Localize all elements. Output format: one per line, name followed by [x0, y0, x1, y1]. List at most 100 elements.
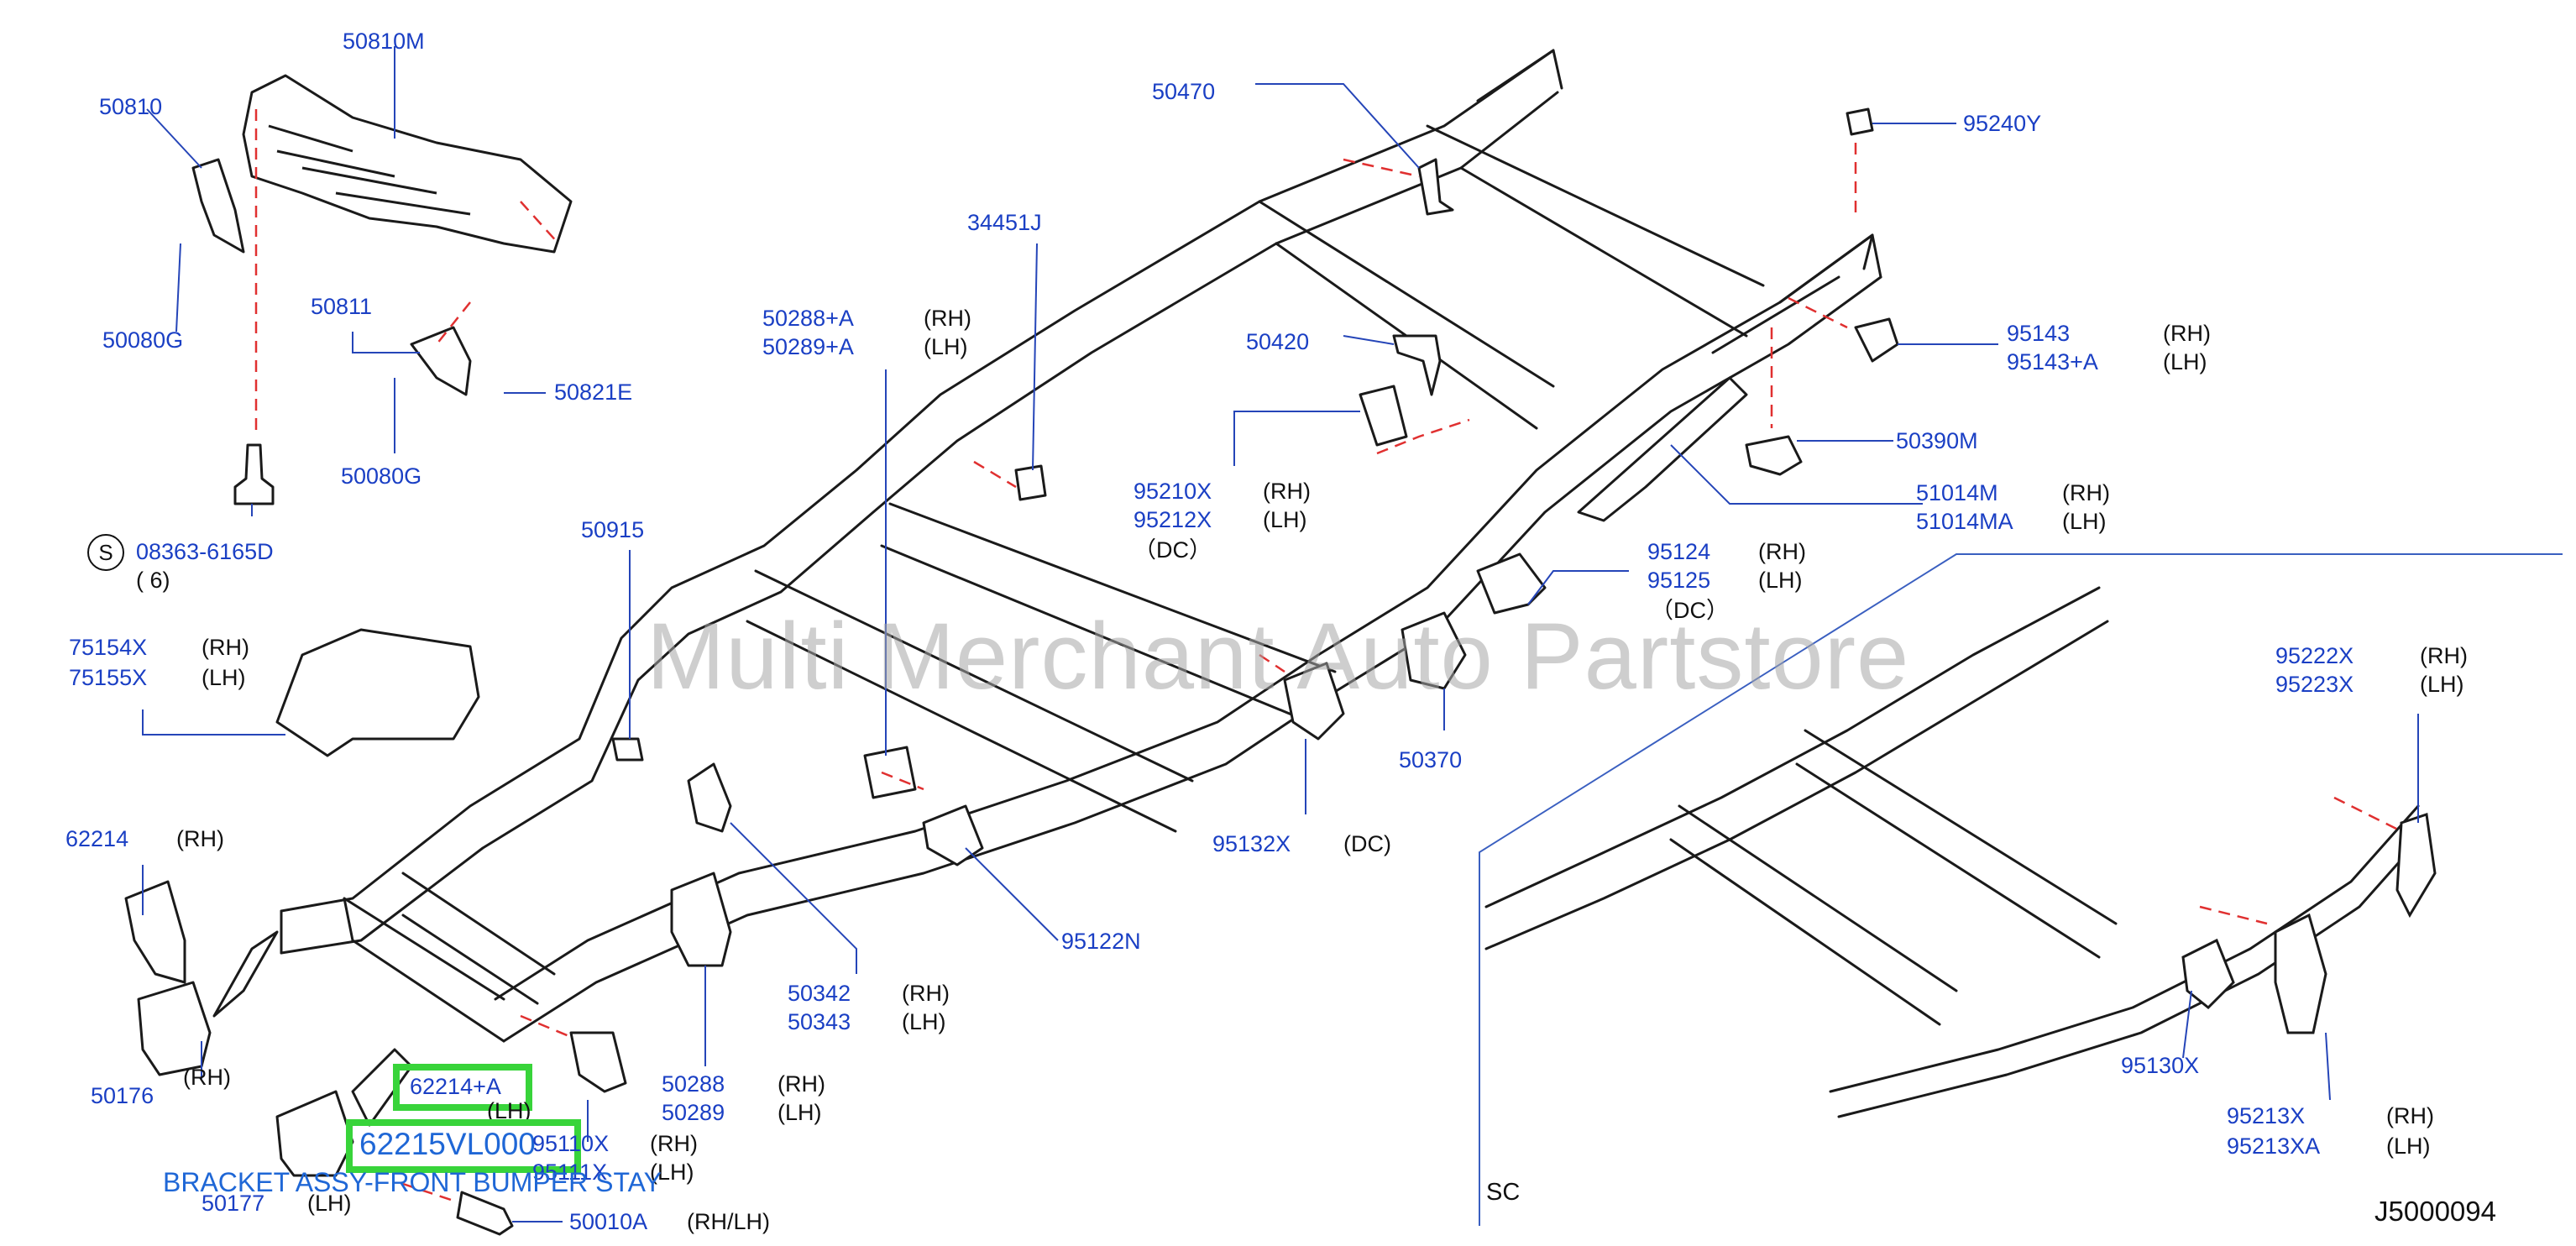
side-50177: (LH): [307, 1191, 352, 1216]
callout-95124[interactable]: 95124: [1647, 539, 1711, 564]
mount-50176: [137, 981, 212, 1076]
callout-62214-A[interactable]: 62214+A: [410, 1074, 501, 1099]
callout-95132X[interactable]: 95132X: [1212, 831, 1291, 856]
callout-50470[interactable]: 50470: [1152, 79, 1216, 104]
note-dc-95125: （DC）: [1651, 598, 1729, 623]
bracket-62214: [124, 880, 186, 984]
callout-51014M[interactable]: 51014M: [1916, 480, 1998, 505]
callout-34451J[interactable]: 34451J: [967, 210, 1042, 235]
callout-95213XA[interactable]: 95213XA: [2227, 1133, 2321, 1159]
note-dc-95132X: (DC): [1343, 831, 1391, 856]
bracket-34451J: [1014, 464, 1047, 501]
bracket-50342: [687, 762, 732, 833]
callout-50010A[interactable]: 50010A: [569, 1209, 648, 1234]
callout-50810M[interactable]: 50810M: [343, 29, 425, 54]
callout-50288[interactable]: 50288: [662, 1071, 725, 1097]
bolt-50010A: [456, 1191, 514, 1236]
side-95213XA: (LH): [2386, 1133, 2431, 1159]
side-51014MA: (LH): [2062, 509, 2107, 534]
mount-50370: [1401, 611, 1467, 690]
bracket-51014M: [1577, 376, 1748, 522]
note-dc-95212X: （DC）: [1134, 537, 1212, 563]
callout-50821E[interactable]: 50821E: [554, 380, 633, 405]
side-95143-A: (LH): [2163, 349, 2207, 374]
leader-lines: [142, 46, 2419, 1222]
callout-75155X[interactable]: 75155X: [69, 665, 148, 690]
bracket-95210X: [1359, 385, 1408, 447]
callout-95210X[interactable]: 95210X: [1134, 479, 1212, 504]
callout-95143-A[interactable]: 95143+A: [2007, 349, 2098, 374]
bracket-95222X: [2395, 813, 2437, 919]
callout-95222X[interactable]: 95222X: [2275, 643, 2354, 668]
side-95210X: (RH): [1263, 479, 1311, 504]
side-62214: (RH): [176, 826, 224, 851]
callout-95240Y[interactable]: 95240Y: [1963, 111, 2042, 136]
sc-right-rail: [1829, 804, 2420, 1093]
insulator-75154X: [275, 628, 480, 757]
callout-50080G-lower[interactable]: 50080G: [341, 463, 422, 489]
callout-50811[interactable]: 50811: [311, 294, 373, 319]
side-95212X: (LH): [1263, 507, 1307, 532]
callout-51014MA[interactable]: 51014MA: [1916, 509, 2013, 534]
part-number-62215VL000[interactable]: 62215VL000: [359, 1127, 536, 1161]
callout-95212X[interactable]: 95212X: [1134, 507, 1212, 532]
side-51014M: (RH): [2062, 480, 2110, 505]
callout-50289[interactable]: 50289: [662, 1100, 725, 1125]
callout-95110X[interactable]: 95110X: [532, 1131, 610, 1156]
front-crossmember: [343, 897, 505, 1043]
callout-50288-A[interactable]: 50288+A: [762, 306, 854, 331]
callout-50177[interactable]: 50177: [202, 1191, 265, 1216]
highlight-box-62214-A: [393, 1064, 532, 1111]
callout-50080G-upper[interactable]: 50080G: [102, 327, 184, 353]
callout-95122N[interactable]: 95122N: [1061, 929, 1141, 954]
bracket-95143: [1854, 317, 1899, 363]
bracket-50390M: [1745, 435, 1803, 476]
side-50343: (LH): [902, 1009, 946, 1034]
side-50176: (RH): [183, 1065, 231, 1090]
side-95124: (RH): [1758, 539, 1806, 564]
callout-75154X[interactable]: 75154X: [69, 635, 148, 660]
callout-50390M[interactable]: 50390M: [1896, 428, 1978, 453]
side-95213X: (RH): [2386, 1103, 2434, 1128]
side-95125: (LH): [1758, 568, 1803, 593]
callout-50176[interactable]: 50176: [91, 1083, 154, 1108]
callout-50810[interactable]: 50810: [99, 94, 163, 119]
callout-95213X[interactable]: 95213X: [2227, 1103, 2306, 1128]
callout-95223X[interactable]: 95223X: [2275, 672, 2354, 697]
side-50288: (RH): [778, 1071, 825, 1097]
circle-s-symbol: S: [87, 534, 124, 571]
bracket-95213X: [2274, 913, 2327, 1034]
side-50289: (LH): [778, 1100, 822, 1125]
bracket-50288: [670, 872, 732, 967]
callout-95111X[interactable]: 95111X: [532, 1160, 608, 1185]
callout-50343[interactable]: 50343: [788, 1009, 851, 1034]
skid-plate-50810M: [242, 74, 573, 254]
side-50288-A: (RH): [924, 306, 971, 331]
side-50010A: (RH/LH): [687, 1209, 770, 1234]
bracket-50811: [410, 326, 472, 396]
side-95111X: (LH): [650, 1160, 694, 1185]
callout-50289-A[interactable]: 50289+A: [762, 334, 854, 359]
callout-50915[interactable]: 50915: [581, 517, 645, 542]
bracket-50915: [611, 737, 644, 762]
section-label-sc: SC: [1486, 1179, 1521, 1206]
bolt-08363: [233, 443, 275, 505]
diagram-code: J5000094: [2374, 1196, 2496, 1227]
bracket-95110X: [569, 1031, 627, 1093]
sc-inset-boundary: [1479, 553, 2563, 1226]
side-75154X: (RH): [202, 635, 249, 660]
callout-62214[interactable]: 62214: [65, 826, 129, 851]
side-95222X: (RH): [2420, 643, 2468, 668]
watermark: Multi Merchant Auto Partstore: [647, 604, 1910, 709]
mount-50177: [275, 1090, 354, 1177]
bracket-50288A: [863, 746, 917, 799]
callout-08363-6165D[interactable]: 08363-6165D: [136, 539, 274, 564]
callout-95143[interactable]: 95143: [2007, 321, 2071, 346]
side-95223X: (LH): [2420, 672, 2464, 697]
callout-95130X[interactable]: 95130X: [2121, 1053, 2200, 1078]
callout-50420[interactable]: 50420: [1246, 329, 1310, 354]
callout-50370[interactable]: 50370: [1399, 747, 1463, 772]
callout-50342[interactable]: 50342: [788, 981, 851, 1006]
callout-95125[interactable]: 95125: [1647, 568, 1711, 593]
side-95110X: (RH): [650, 1131, 698, 1156]
